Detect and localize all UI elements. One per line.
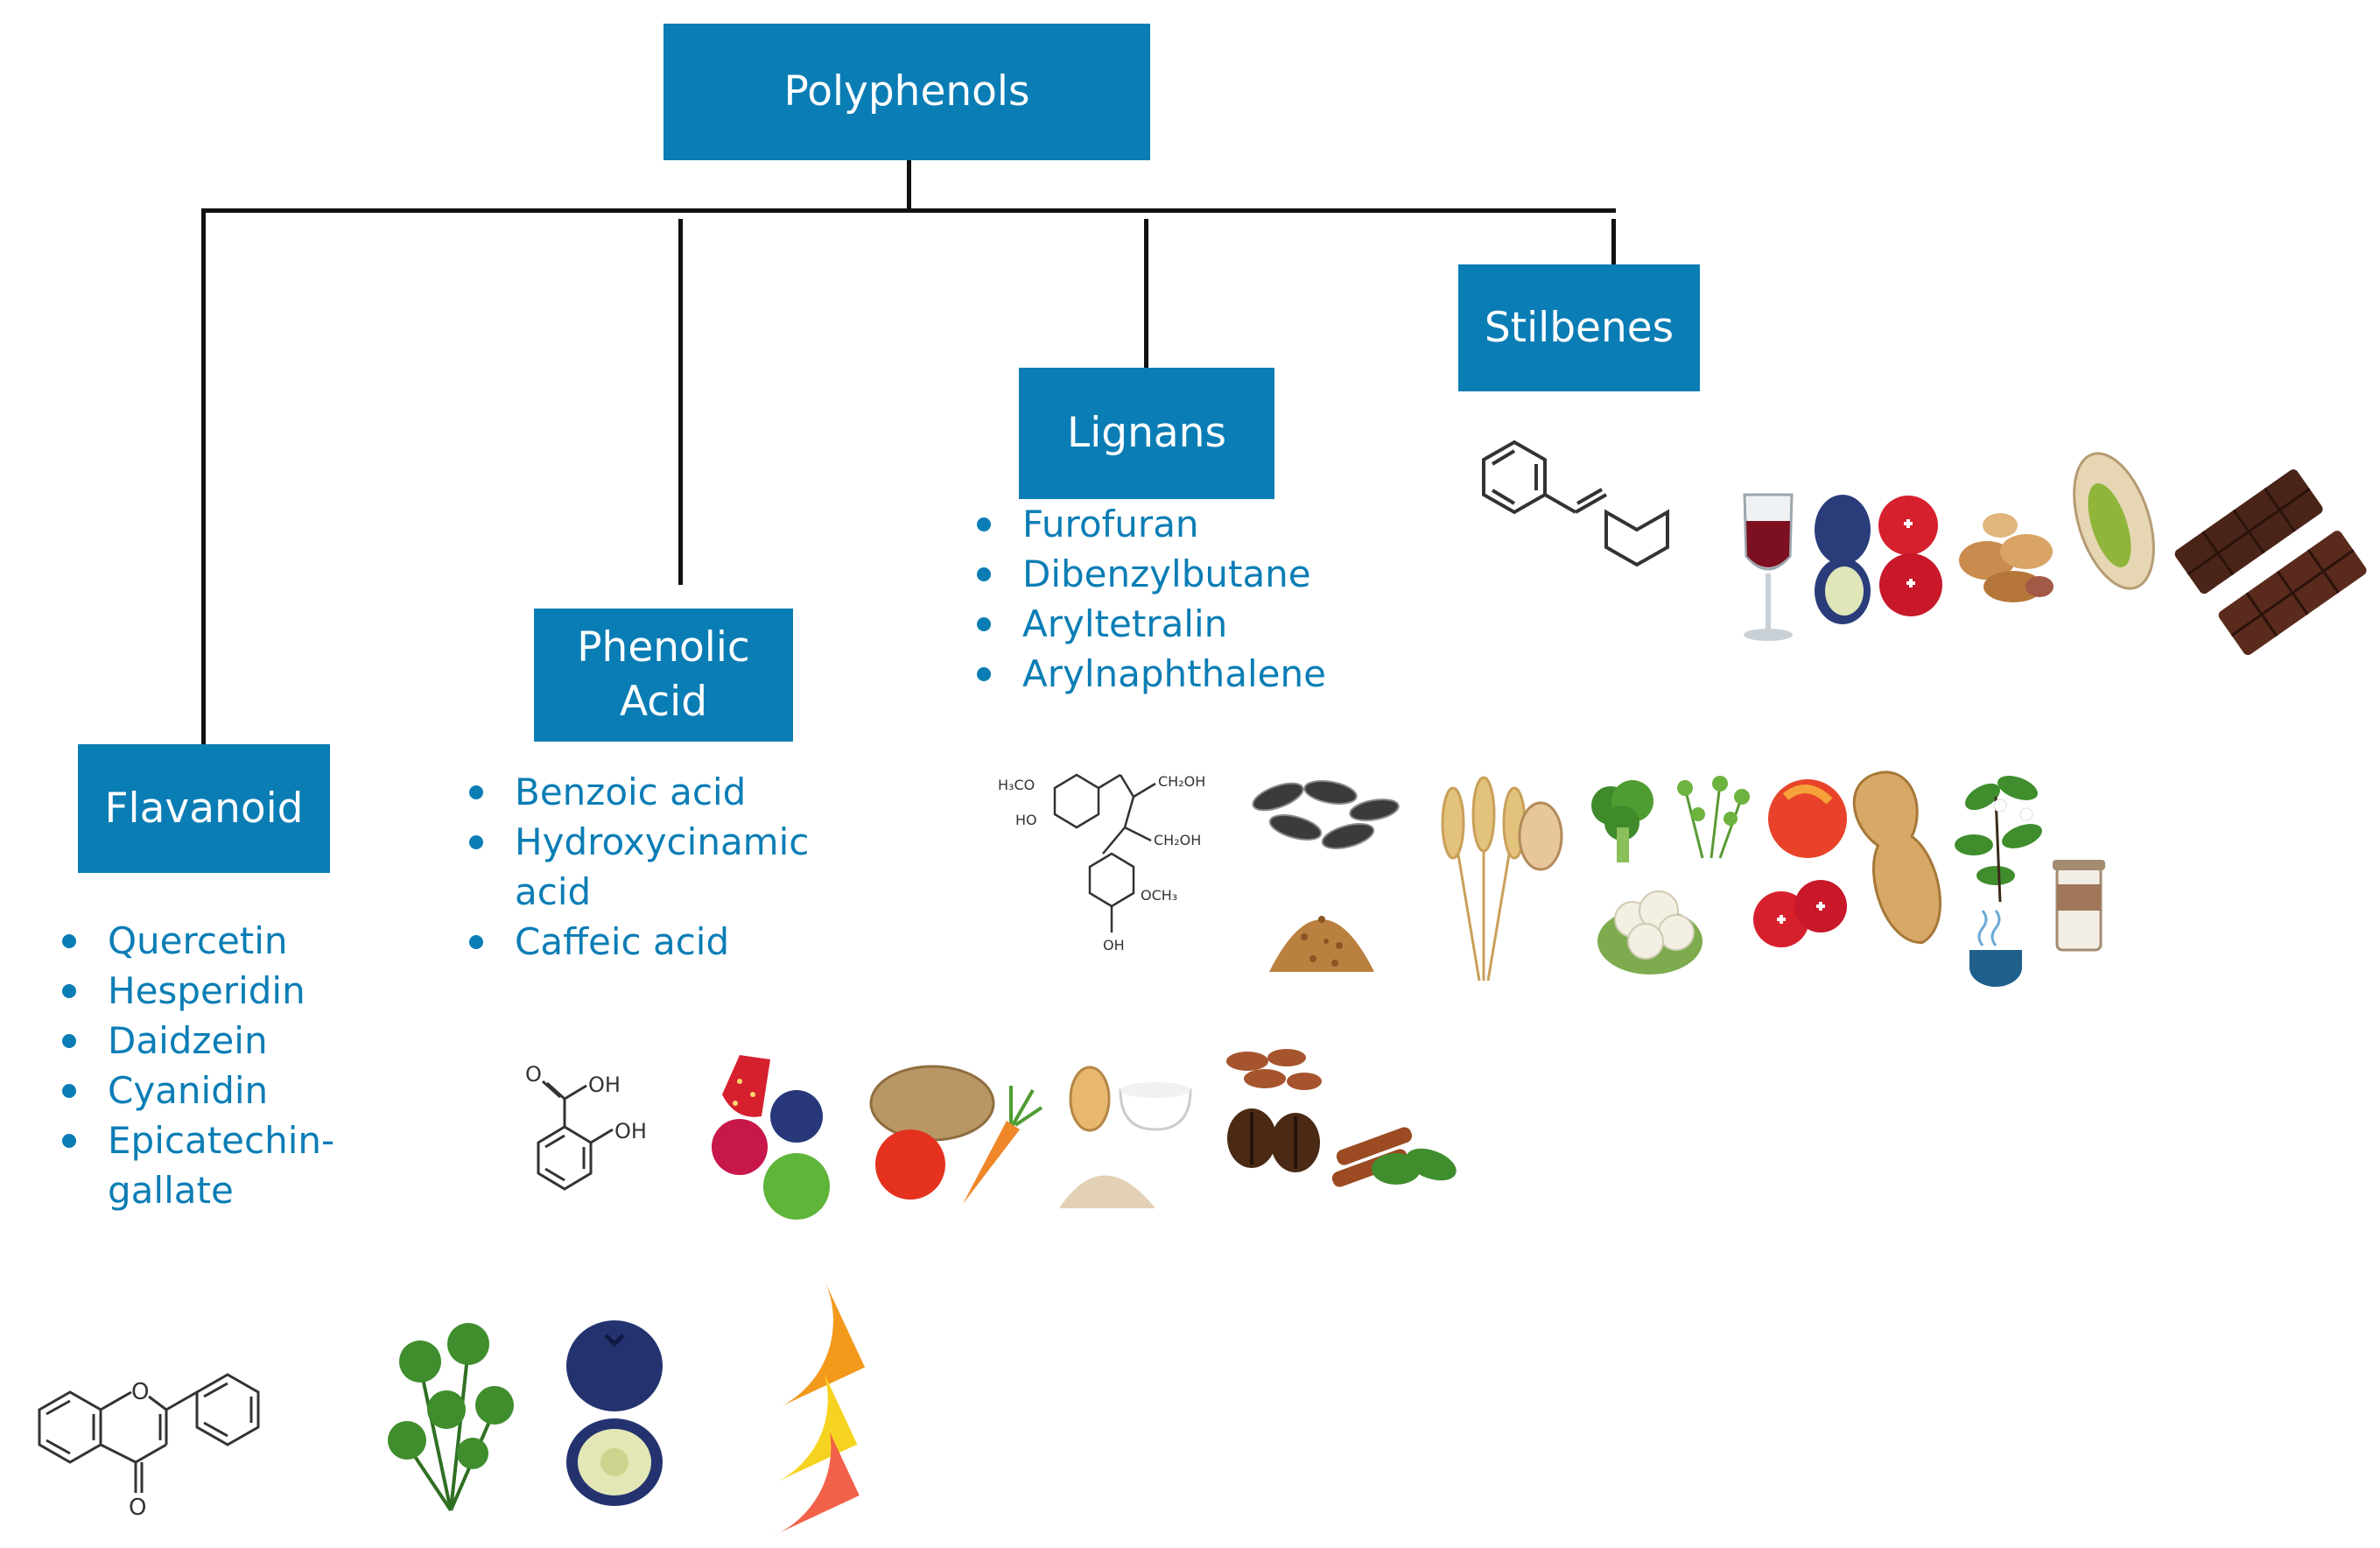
structure-label: OH — [614, 1119, 647, 1143]
sunflower-seeds-icon — [1252, 780, 1400, 849]
tea-coffee-icon — [1955, 776, 2105, 987]
list-item: Hesperidin — [59, 966, 339, 1016]
connector-flavanoid — [201, 208, 206, 744]
list-item: Epicatechin-gallate — [59, 1115, 339, 1215]
list-item: Quercetin — [59, 916, 339, 966]
structure-label: CH₂OH — [1158, 773, 1205, 790]
structure-label: HO — [1015, 812, 1037, 828]
lignans-label: Lignans — [1067, 409, 1226, 457]
broccoli-cauliflower-icon — [1591, 776, 1750, 975]
connector-lignans — [1144, 219, 1148, 368]
list-item: Cyanidin — [59, 1066, 339, 1115]
svg-text:O: O — [525, 1062, 542, 1087]
structure-label: H₃CO — [998, 777, 1035, 793]
connector-phenolic-acid — [678, 219, 683, 585]
list-item: Furofuran — [973, 499, 1446, 549]
class-box-lignans: Lignans — [1019, 368, 1274, 499]
potato-tomato-carrot-icon — [869, 1065, 1043, 1204]
wheat-icon — [1441, 776, 1563, 982]
svg-text:O: O — [129, 1495, 146, 1521]
list-item: Benzoic acid — [466, 767, 842, 817]
peanut-icon — [1852, 770, 1941, 945]
grain-flour-icon — [1059, 1066, 1192, 1208]
stilbene-structure — [1482, 440, 1669, 567]
class-box-stilbenes: Stilbenes — [1458, 264, 1700, 391]
structure-label: OH — [1103, 937, 1125, 953]
connector-stilbenes — [1611, 219, 1616, 264]
parsley-icon — [388, 1323, 514, 1512]
list-item: Aryltetralin — [973, 599, 1446, 649]
structure-label: OCH₃ — [1141, 887, 1177, 904]
peach-cranberry-icon — [1753, 779, 1847, 947]
peanuts-icon — [1959, 513, 2054, 602]
root-box-polyphenols: Polyphenols — [663, 24, 1150, 160]
stilbenes-label: Stilbenes — [1484, 303, 1674, 352]
berries-icon — [712, 1055, 830, 1220]
flavanoid-subclass-list: Quercetin Hesperidin Daidzein Cyanidin E… — [59, 916, 339, 1215]
secoisolariciresinol-structure: H₃CO HO CH₂OH CH₂OH OCH₃ OH — [998, 773, 1205, 953]
lignans-subclass-list: Furofuran Dibenzylbutane Aryltetralin Ar… — [973, 499, 1446, 699]
citrus-slices-icon — [772, 1279, 866, 1537]
list-item: Daidzein — [59, 1016, 339, 1066]
flaxseed-icon — [1269, 916, 1374, 972]
blueberry-cranberry-icon — [1815, 495, 1942, 624]
salicylic-acid-structure: O OH OH — [525, 1062, 647, 1191]
list-item: Hydroxycinamic acid — [466, 817, 842, 917]
blueberry-icon — [566, 1320, 663, 1506]
class-box-phenolic-acid: Phenolic Acid — [534, 609, 793, 742]
list-item: Caffeic acid — [466, 917, 842, 967]
root-label: Polyphenols — [783, 67, 1030, 116]
phenolic-acid-label: Phenolic Acid — [577, 623, 750, 726]
class-box-flavanoid: Flavanoid — [78, 744, 330, 873]
red-wine-icon — [1743, 493, 1794, 641]
chocolate-icon — [2174, 469, 2367, 656]
coffee-cinnamon-icon — [1226, 1049, 1457, 1187]
connector-horizontal — [201, 208, 1616, 213]
connector-root-stem — [907, 160, 911, 213]
list-item: Arylnaphthalene — [973, 649, 1446, 699]
svg-text:O: O — [131, 1379, 149, 1405]
phenolic-acid-subclass-list: Benzoic acid Hydroxycinamic acid Caffeic… — [466, 767, 842, 967]
flavone-structure: O O — [38, 1373, 260, 1521]
pistachio-icon — [2073, 452, 2155, 590]
structure-label: CH₂OH — [1154, 832, 1201, 848]
structure-label: OH — [588, 1073, 621, 1097]
flavanoid-label: Flavanoid — [104, 784, 304, 833]
list-item: Dibenzylbutane — [973, 549, 1446, 599]
